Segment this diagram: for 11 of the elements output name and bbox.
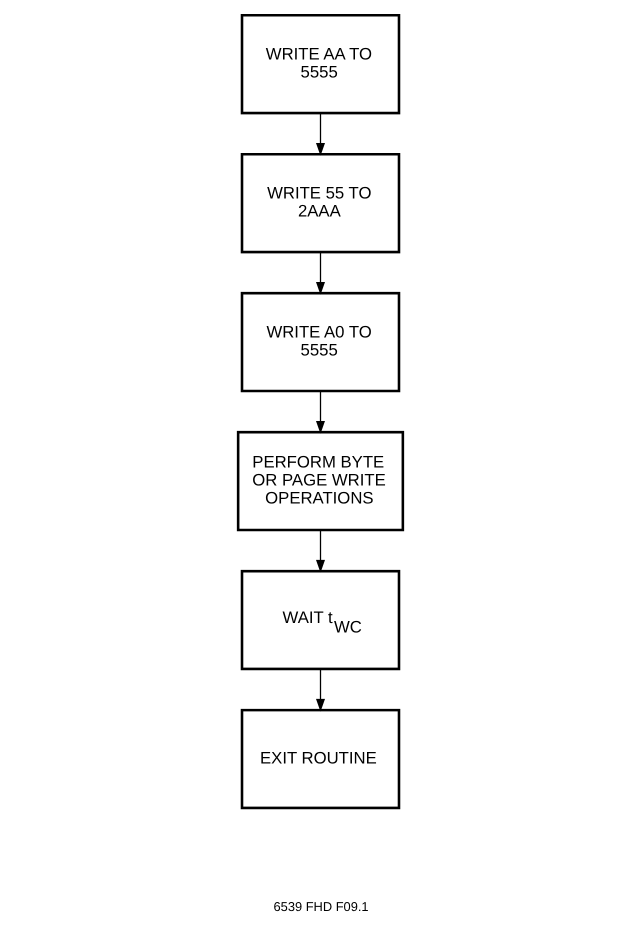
node-box: WRITE A0 TO 5555 <box>240 292 400 392</box>
arrow <box>316 669 326 712</box>
arrow <box>316 391 326 434</box>
node-box: WRITE AA TO 5555 <box>240 14 400 114</box>
node-box: WRITE 55 TO 2AAA <box>240 152 400 254</box>
arrow <box>316 113 326 156</box>
arrow <box>316 530 326 573</box>
label: 6539 FHD F09.1 <box>274 898 369 914</box>
arrow <box>316 252 326 295</box>
node-box: PERFORM BYTE OR PAGE WRITE OPERATIONS <box>236 430 404 532</box>
node-box: EXIT ROUTINE <box>240 708 400 810</box>
